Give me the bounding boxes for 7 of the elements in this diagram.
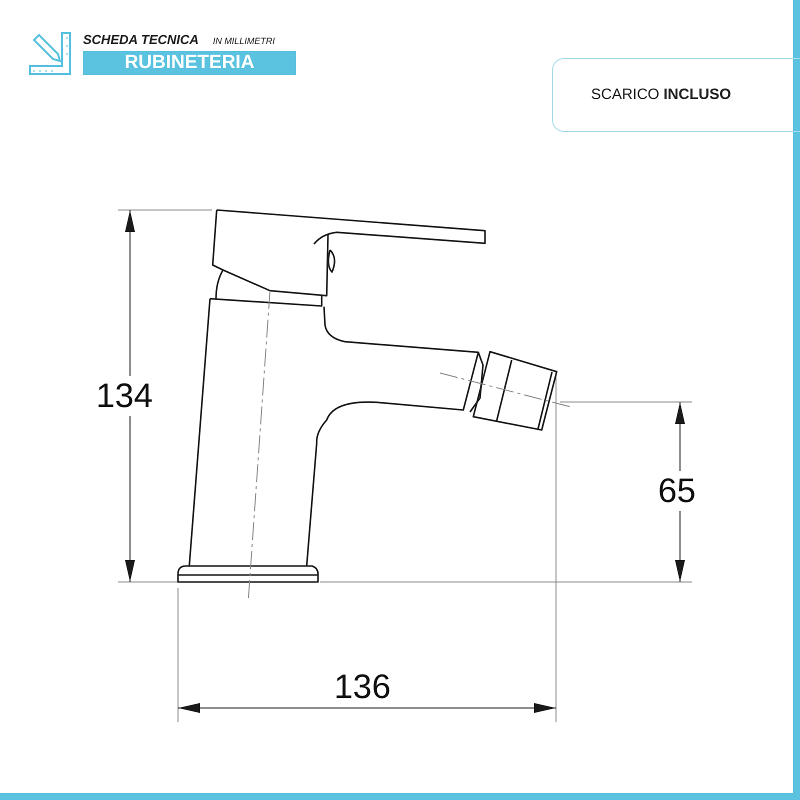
dimension-value: 65	[658, 471, 696, 511]
category-banner: RUBINETERIA	[83, 51, 296, 75]
dimension-value: 134	[96, 376, 153, 416]
header-title: SCHEDA TECNICA	[83, 31, 199, 49]
drain-note: SCARICO INCLUSO	[591, 84, 732, 105]
dimension-value: 136	[334, 667, 391, 707]
unit-note: IN MILLIMETRI	[212, 35, 275, 48]
